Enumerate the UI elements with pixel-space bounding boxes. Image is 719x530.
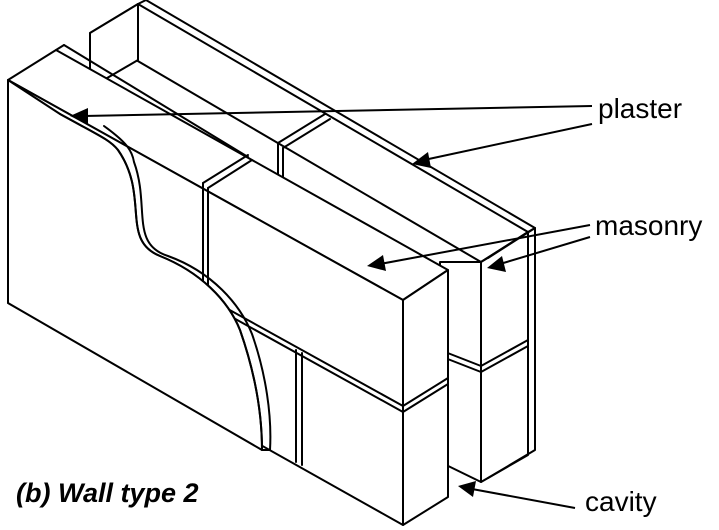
masonry-label: masonry xyxy=(595,210,702,241)
masonry-arrowhead-right xyxy=(487,256,506,272)
plaster-arrowhead-left xyxy=(70,108,88,124)
masonry-arrowhead-left xyxy=(367,255,386,271)
plaster-arrowhead-right xyxy=(412,152,431,168)
masonry-leader-arrows xyxy=(367,224,591,272)
plaster-sheet xyxy=(7,79,272,451)
plaster-label: plaster xyxy=(598,93,682,124)
cavity-leader-arrow xyxy=(458,481,576,509)
cavity-arrowhead xyxy=(458,481,476,497)
plaster-leader-arrows xyxy=(70,105,593,168)
figure-caption: (b) Wall type 2 xyxy=(16,478,199,508)
cavity-label: cavity xyxy=(585,486,657,517)
